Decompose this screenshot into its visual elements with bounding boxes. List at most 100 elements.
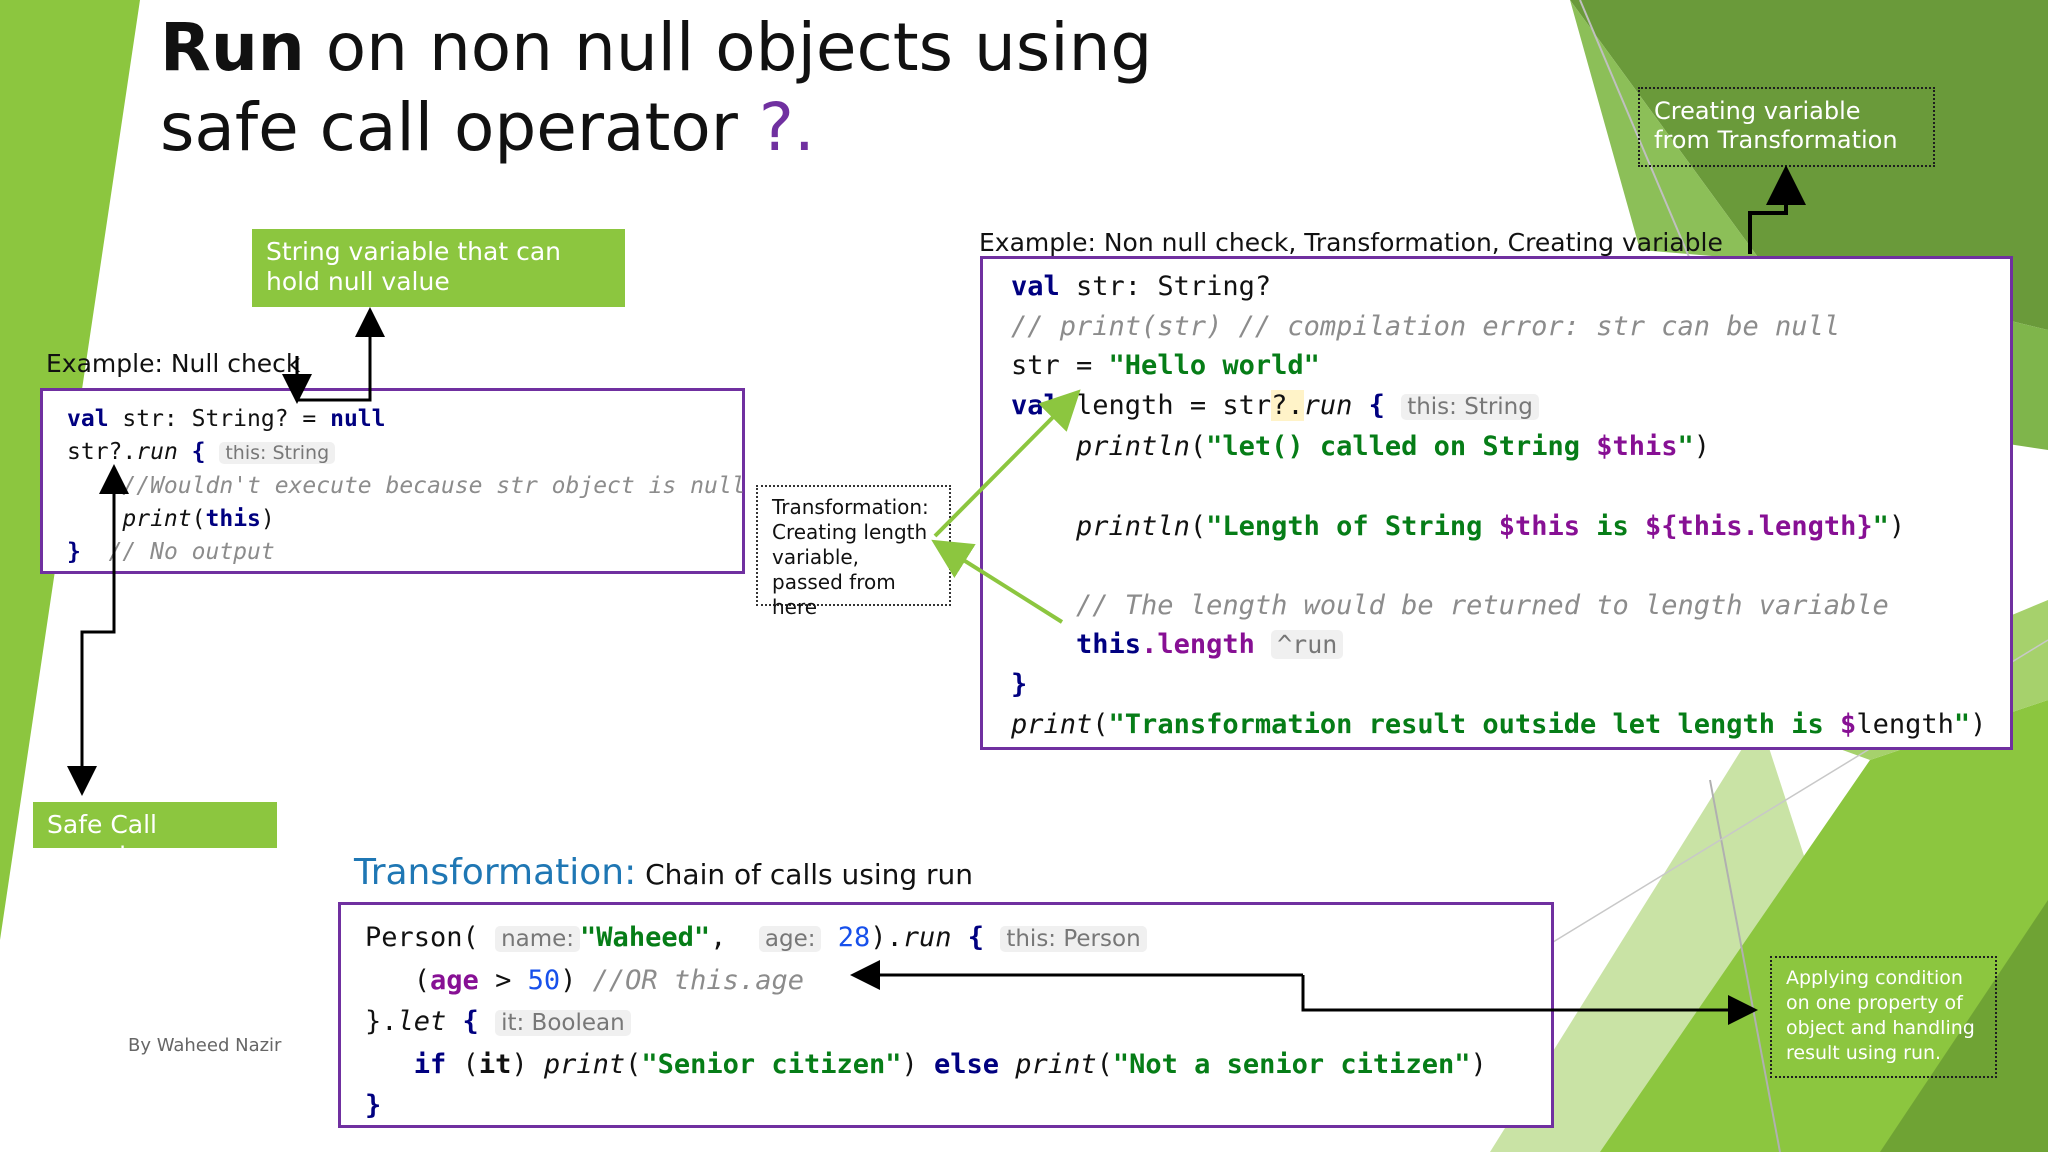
code-string: "let() called on String xyxy=(1206,431,1597,463)
code-function: println xyxy=(1076,431,1190,463)
callout-safe-call: Safe Call operator xyxy=(33,802,277,869)
example3-code: Person( name:"Waheed", age: 28).run { th… xyxy=(365,922,1487,1121)
code-string: " xyxy=(1872,510,1889,542)
byline: By Waheed Nazir xyxy=(128,1035,282,1056)
code-text: str?. xyxy=(67,439,137,465)
code-brace: { xyxy=(177,439,220,465)
code-template: $this xyxy=(1596,431,1678,463)
bottom-corner-shape xyxy=(1880,900,2048,1152)
example2-code: val str: String? // print(str) // compil… xyxy=(1011,271,1987,740)
code-string: "Not a senior citizen" xyxy=(1112,1049,1471,1080)
code-string: "Hello world" xyxy=(1108,350,1320,382)
code-keyword: if xyxy=(413,1049,447,1080)
code-text: ( xyxy=(191,506,206,532)
code-brace: } xyxy=(365,1090,382,1121)
inlay-hint: name: xyxy=(495,926,581,952)
code-brace: { xyxy=(446,1006,496,1037)
code-keyword: val xyxy=(1011,389,1060,421)
example1-code: val str: String? = null str?.run { this:… xyxy=(67,403,746,569)
title-rest: on non null objects using xyxy=(304,9,1153,86)
code-function: print xyxy=(1011,708,1093,740)
top-right-mid-shape xyxy=(1570,0,1760,260)
example3-heading: Transformation: Chain of calls using run xyxy=(354,852,973,893)
title-line2: safe call operator xyxy=(160,89,759,166)
code-function: println xyxy=(1076,510,1190,542)
inlay-hint: this: Person xyxy=(1000,926,1147,952)
code-comment: //OR this.age xyxy=(592,965,804,996)
code-brace: } xyxy=(67,539,81,565)
code-text: ( xyxy=(446,1049,479,1080)
code-comment: // The length would be returned to lengt… xyxy=(1076,589,1889,621)
example2-code-box: val str: String? // print(str) // compil… xyxy=(980,256,2013,750)
code-keyword: val xyxy=(67,406,109,432)
example2-label: Example: Non null check, Transformation,… xyxy=(979,228,1723,257)
code-template: $this xyxy=(1498,510,1580,542)
code-comment: // No output xyxy=(108,539,275,565)
code-text: ) xyxy=(560,965,593,996)
code-text: ) xyxy=(511,1049,544,1080)
bottom-right-green-shape xyxy=(1600,700,2048,1152)
title-operator: ?. xyxy=(758,89,815,166)
code-string: "Waheed" xyxy=(580,922,711,953)
code-text: str: String? xyxy=(1059,271,1272,302)
inlay-hint: this: String xyxy=(219,442,336,464)
code-text: ). xyxy=(870,922,903,953)
code-string: is xyxy=(1579,510,1646,542)
code-keyword: this xyxy=(205,506,261,532)
code-keyword: null xyxy=(330,406,386,432)
code-string: "Length of String xyxy=(1206,510,1499,542)
callout-creating-variable: Creating variable from Transformation xyxy=(1638,87,1935,167)
code-property: .length xyxy=(1141,629,1255,661)
code-function: run xyxy=(136,439,178,465)
callout-string-variable: String variable that can hold null value xyxy=(252,229,625,307)
code-text: str = xyxy=(1011,350,1109,382)
callout-transformation: Transformation: Creating length variable… xyxy=(756,485,951,619)
code-function: print xyxy=(543,1049,626,1080)
example3-code-box: Person( name:"Waheed", age: 28).run { th… xyxy=(338,902,1554,1128)
code-string: "Senior citizen" xyxy=(641,1049,902,1080)
code-function: run xyxy=(902,922,952,953)
code-string: " xyxy=(1953,708,1971,740)
code-function: run xyxy=(1303,389,1353,421)
code-template: ${this.length} xyxy=(1645,510,1873,542)
code-property: age xyxy=(430,965,479,996)
code-keyword: it xyxy=(478,1049,512,1080)
decor-line-2 xyxy=(1709,779,1781,1152)
code-text: Person( xyxy=(365,922,479,953)
code-function: print xyxy=(1015,1049,1097,1080)
code-brace: { xyxy=(1352,389,1402,421)
code-string: "Transformation result outside let lengt… xyxy=(1108,708,1841,740)
code-keyword: this xyxy=(1076,629,1142,661)
example3-heading-rest: Chain of calls using run xyxy=(636,858,974,891)
callout-applying-condition: Applying condition on one property of ob… xyxy=(1770,956,1997,1078)
inlay-hint: ^run xyxy=(1271,630,1344,660)
code-text: str: String? = xyxy=(108,406,331,432)
inlay-hint: it: Boolean xyxy=(495,1010,631,1036)
inlay-hint: age: xyxy=(758,926,822,952)
example3-heading-colored: Transformation: xyxy=(354,852,637,893)
code-operator: ?. xyxy=(1271,389,1304,421)
code-brace: } xyxy=(1011,668,1028,700)
code-function: print xyxy=(122,506,192,532)
code-comment: //Wouldn't execute because str object is… xyxy=(122,473,746,499)
code-function: let xyxy=(397,1006,447,1037)
code-text: }. xyxy=(365,1006,398,1037)
code-keyword: else xyxy=(934,1049,1000,1080)
code-text: length xyxy=(1856,708,1954,740)
code-text: ) xyxy=(260,506,275,532)
code-brace: { xyxy=(951,922,1001,953)
example1-label: Example: Null check xyxy=(46,349,301,378)
code-number: 50 xyxy=(527,965,561,996)
code-text: length = str xyxy=(1059,389,1272,421)
code-comment: // print(str) // compilation error: str … xyxy=(1011,310,1841,342)
code-string: " xyxy=(1677,431,1694,463)
example1-code-box: val str: String? = null str?.run { this:… xyxy=(40,388,746,574)
code-text: > xyxy=(478,965,528,996)
slide-title: Run on non null objects using safe call … xyxy=(160,8,1152,168)
code-text: , xyxy=(710,922,727,953)
title-bold: Run xyxy=(160,9,305,86)
code-number: 28 xyxy=(837,922,871,953)
code-keyword: val xyxy=(1011,271,1060,302)
code-template: $ xyxy=(1840,708,1857,740)
inlay-hint: this: String xyxy=(1401,393,1539,420)
